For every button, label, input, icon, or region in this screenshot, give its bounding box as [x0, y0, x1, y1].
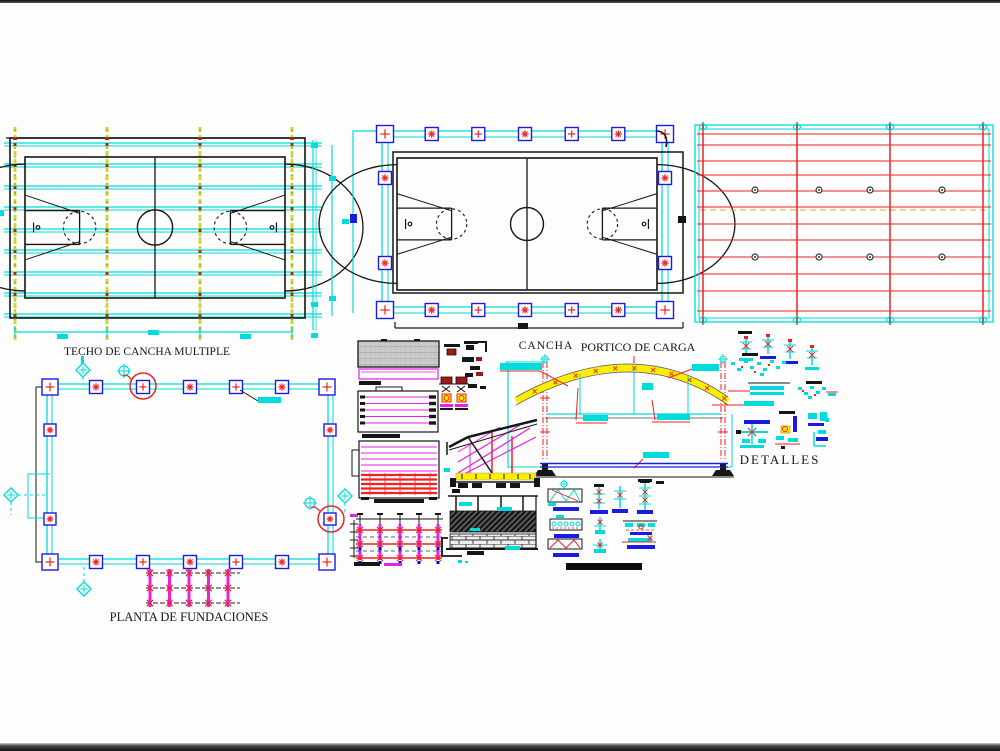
techo-label: TECHO DE CANCHA MULTIPLE	[64, 346, 230, 358]
roof-grid-drawing	[694, 122, 994, 325]
top-border-bar	[0, 0, 1000, 3]
labels: TECHO DE CANCHA MULTIPLE CANCHA PORTICO …	[64, 340, 821, 624]
fundaciones-drawing	[3, 362, 358, 607]
bottom-details	[547, 479, 664, 570]
detalles-cluster	[712, 331, 838, 449]
portico-drawing	[500, 354, 750, 478]
cancha-label: CANCHA	[519, 340, 574, 352]
mid-details	[351, 339, 540, 566]
portico-label: PORTICO DE CARGA	[581, 340, 696, 354]
fundaciones-label: PLANTA DE FUNDACIONES	[110, 610, 269, 624]
detalles-label: DETALLES	[740, 452, 821, 467]
bottom-border-bar	[0, 743, 1000, 751]
cancha-drawing	[318, 124, 736, 329]
techo-drawing	[0, 127, 364, 364]
